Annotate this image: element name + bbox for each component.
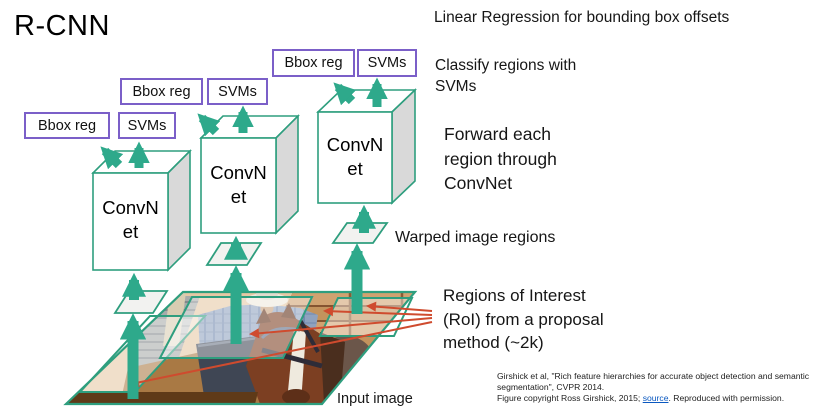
source-link[interactable]: source: [642, 392, 669, 403]
annotation-warped-regions: Warped image regions: [395, 229, 556, 246]
citation-line2-suffix: . Reproduced with permission.: [668, 392, 785, 403]
convnet-box-3: [316, 88, 417, 205]
annotation-input-image: Input image: [337, 391, 413, 407]
citation: Girshick et al, "Rich feature hierarchie…: [497, 371, 823, 403]
bbox-reg-label-1: Bbox reg: [24, 112, 110, 139]
citation-line2-prefix: Figure copyright Ross Girshick, 2015;: [497, 392, 643, 403]
page-title: R-CNN: [14, 10, 110, 42]
green-output-arrows: [100, 77, 388, 170]
svms-label-3: SVMs: [357, 49, 417, 77]
convnet-label-2: ConvN et: [210, 162, 267, 207]
bbox-reg-label-2: Bbox reg: [120, 78, 203, 105]
convnet-label-1: ConvN et: [102, 197, 159, 242]
green-flow-arrows: [119, 204, 377, 399]
svms-label-2: SVMs: [207, 78, 268, 105]
bbox-reg-label-3: Bbox reg: [272, 49, 355, 77]
citation-line1: Girshick et al, "Rich feature hierarchie…: [497, 371, 810, 392]
annotation-forward-convnet: Forward each region through ConvNet: [444, 124, 557, 193]
convnet-label-3: ConvN et: [326, 134, 384, 179]
annotation-classify-svms: Classify regions with SVMs: [435, 57, 577, 95]
warped-region-1: [113, 290, 169, 314]
annotation-roi-proposal: Regions of Interest (RoI) from a proposa…: [443, 286, 604, 352]
roi-pointer-arrows: [129, 301, 433, 388]
annotation-linear-regression: Linear Regression for bounding box offse…: [434, 9, 730, 26]
input-image-border: [63, 290, 418, 406]
svms-label-1: SVMs: [118, 112, 176, 139]
